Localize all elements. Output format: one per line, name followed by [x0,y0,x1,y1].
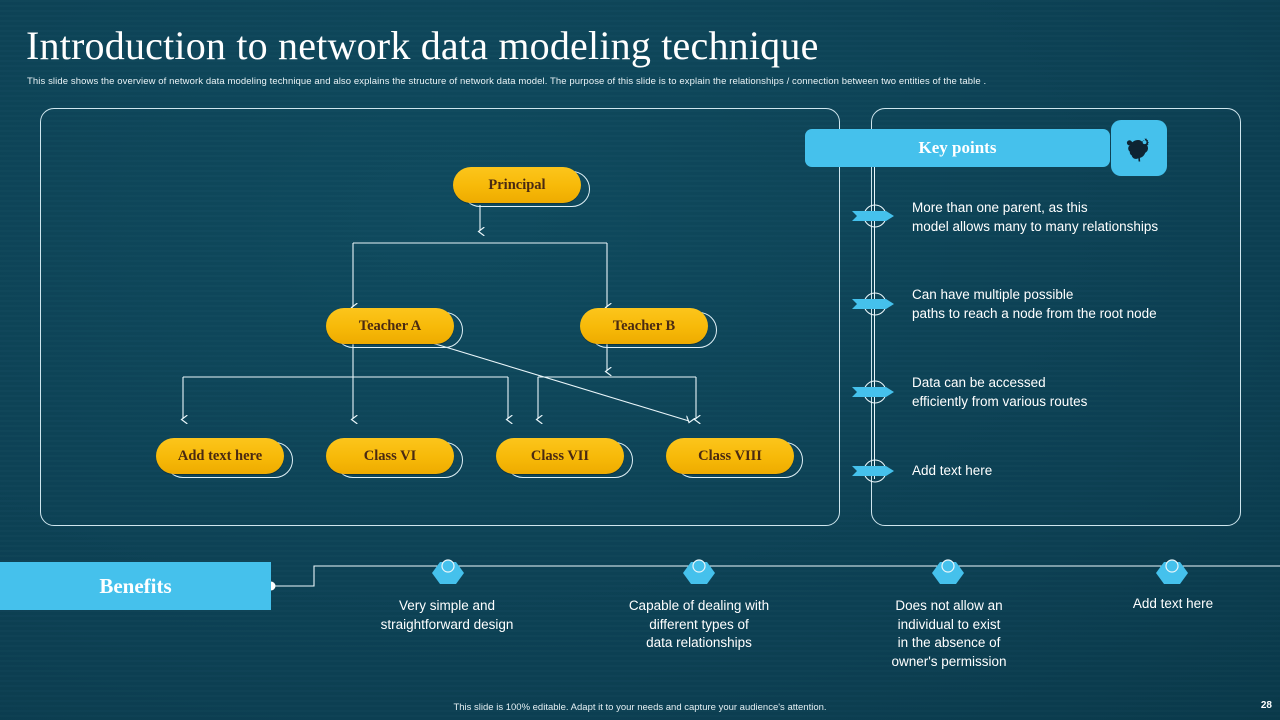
footer-note: This slide is 100% editable. Adapt it to… [453,702,827,713]
node-class-viii[interactable]: Class VIII [666,438,794,474]
page-subtitle: This slide shows the overview of network… [27,76,987,87]
benefit-text: Capable of dealing with different types … [589,597,809,653]
benefit-text: Does not allow an individual to exist in… [839,597,1059,671]
key-point-line-2: paths to reach a node from the root node [912,306,1157,321]
node-class-vii[interactable]: Class VII [496,438,624,474]
node-teacher-a[interactable]: Teacher A [326,308,454,344]
benefit-line: Capable of dealing with [628,598,770,613]
key-point-line-1: Can have multiple possible [912,287,1074,302]
page-number: 28 [1260,700,1272,711]
benefit-marker-icon [1155,556,1189,586]
diagram-panel: Principal Teacher A Teacher B Add text h… [40,108,840,526]
benefit-line: different types of [649,616,749,632]
benefit-marker-icon [931,556,965,586]
key-point-marker-icon [852,201,898,231]
benefit-line: Does not allow an [895,598,1003,613]
benefit-line: straightforward design [380,616,514,632]
benefits-banner: Benefits [0,562,271,610]
benefit-text: Add text here [1063,595,1280,614]
node-class-add[interactable]: Add text here [156,438,284,474]
key-point-marker-icon [852,456,898,486]
key-point-marker-icon [852,289,898,319]
node-principal[interactable]: Principal [453,167,581,203]
page-title: Introduction to network data modeling te… [26,23,819,68]
benefit-line: individual to exist [897,616,1001,632]
key-point-line-1: Add text here [912,463,993,478]
benefit-line: data relationships [646,635,752,650]
benefit-line: owner's permission [891,653,1007,669]
key-point-line-2: model allows many to many relationships [912,219,1159,234]
benefit-line: Add text here [1132,596,1214,611]
key-point-line-1: Data can be accessed [912,375,1046,390]
key-point-line-1: More than one parent, as this [912,200,1088,215]
key-point-line-2: efficiently from various routes [912,394,1088,409]
benefit-text: Very simple and straightforward design [337,597,557,634]
node-teacher-b[interactable]: Teacher B [580,308,708,344]
key-points-header: Key points [805,129,1110,167]
key-points-panel [871,108,1241,526]
benefit-marker-icon [431,556,465,586]
benefit-marker-icon [682,556,716,586]
diagram-connector-lines [41,205,841,527]
brain-gear-icon [1111,120,1167,176]
benefit-line: in the absence of [897,635,1001,650]
key-point-marker-icon [852,377,898,407]
node-class-vi[interactable]: Class VI [326,438,454,474]
benefit-line: Very simple and [398,598,496,613]
